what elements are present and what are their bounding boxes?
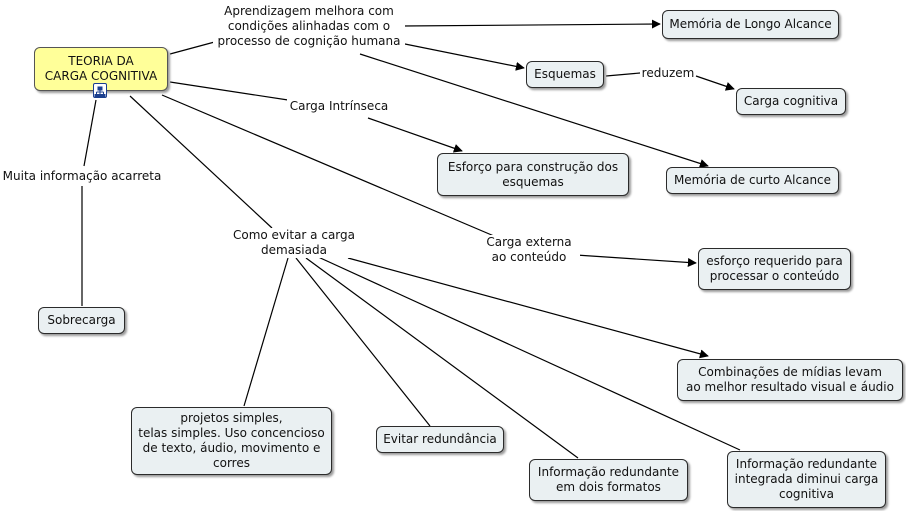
link-root-muita-info	[83, 99, 97, 167]
concept-sobrecarga[interactable]: Sobrecarga	[38, 307, 125, 334]
link-como-evitar-info-integrada	[315, 255, 741, 451]
phrase-carga-intrinseca: Carga Intrínseca	[287, 99, 391, 114]
phrase-carga-externa: Carga externa ao conteúdo	[478, 235, 580, 265]
link-como-evitar-evitar	[295, 257, 431, 427]
concept-carga-cognitiva[interactable]: Carga cognitiva	[736, 88, 846, 115]
concept-projetos-simples[interactable]: projetos simples, telas simples. Uso con…	[131, 407, 332, 475]
link-root-intrinseca	[169, 81, 289, 101]
link-reduzem-carga-cognitiva	[695, 75, 735, 91]
submap-icon[interactable]	[93, 83, 107, 98]
concept-combinacoes-midias[interactable]: Combinações de mídias levam ao melhor re…	[677, 359, 903, 401]
concept-esquemas[interactable]: Esquemas	[526, 61, 604, 88]
concept-memoria-curto-alcance[interactable]: Memória de curto Alcance	[666, 167, 839, 194]
phrase-aprendizagem-melhora: Aprendizagem melhora com condições alinh…	[213, 4, 405, 49]
link-root-externa	[161, 94, 495, 237]
link-root-como-evitar	[129, 95, 273, 229]
concept-info-redundante-dois-formatos[interactable]: Informação redundante em dois formatos	[529, 459, 688, 501]
phrase-muita-informacao: Muita informação acarreta	[1, 169, 163, 184]
phrase-reduzem: reduzem	[641, 66, 695, 81]
concept-evitar-redundancia[interactable]: Evitar redundância	[376, 426, 504, 453]
link-intrinseca-esforco	[367, 117, 463, 153]
concept-memoria-longo-alcance[interactable]: Memória de Longo Alcance	[662, 10, 839, 39]
link-como-evitar-info-dois	[305, 257, 579, 459]
link-aprendizagem-memoria-curto	[359, 53, 709, 168]
link-aprendizagem-esquemas	[399, 42, 525, 71]
link-como-evitar-combinacoes	[347, 257, 709, 359]
concept-esforco-requerido[interactable]: esforço requerido para processar o conte…	[698, 248, 851, 290]
phrase-como-evitar: Como evitar a carga demasiada	[228, 228, 360, 258]
concept-info-redundante-integrada[interactable]: Informação redundante integrada diminui …	[727, 451, 886, 508]
link-como-evitar-projetos	[243, 257, 289, 407]
concept-esforco-construcao-esquemas[interactable]: Esforço para construção dos esquemas	[437, 153, 629, 196]
link-externa-esforco-conteudo	[575, 254, 697, 267]
link-esquemas-reduzem	[605, 72, 641, 77]
link-aprendizagem-memoria-longo	[401, 19, 661, 29]
